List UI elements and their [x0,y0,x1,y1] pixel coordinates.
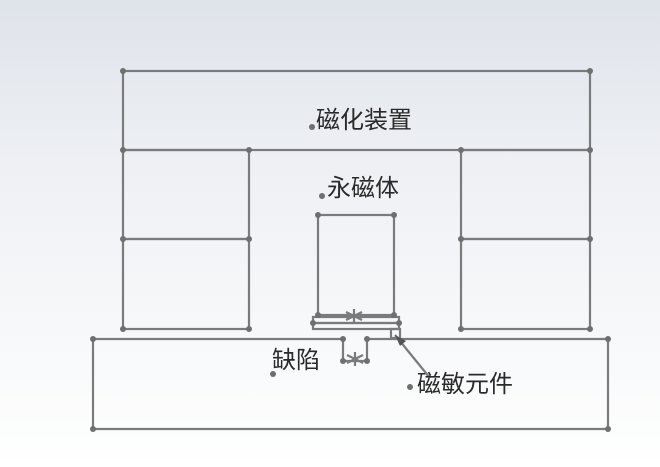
magnetizer-top-block [121,69,592,152]
label-defect: 缺陷 [272,346,320,374]
left-yoke-upper [121,148,251,241]
left-yoke-lower [121,237,251,331]
right-yoke-lower [459,237,592,331]
magnet-plate-2 [311,321,401,331]
specimen-plate [91,337,610,431]
label-magnetizer: 磁化装置 [316,106,412,134]
right-yoke-upper [459,148,592,241]
label-sensor: 磁敏元件 [417,370,513,398]
vertex-dots [90,68,611,432]
sensor-leader-arrowhead [395,335,406,346]
label-permanent-magnet: 永磁体 [327,174,399,202]
permanent-magnet-block [316,213,396,317]
